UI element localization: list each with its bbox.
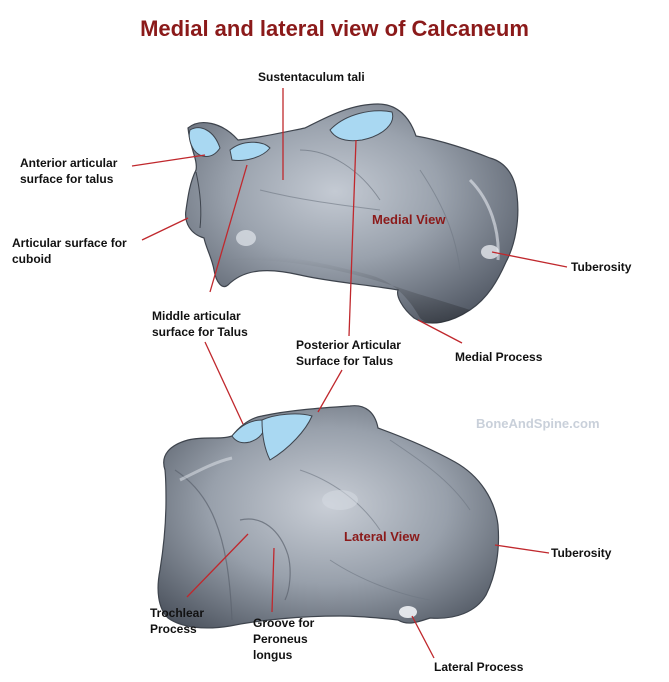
- label-middle-articular-line2: surface for Talus: [152, 325, 248, 339]
- watermark: BoneAndSpine.com: [476, 416, 600, 431]
- label-groove-line2: Peroneus: [253, 632, 308, 646]
- label-lateral-process: Lateral Process: [434, 660, 524, 674]
- label-cuboid-line1: Articular surface for: [12, 236, 127, 250]
- anterior-facet-medial: [188, 127, 221, 157]
- leader-tuberosity-medial: [491, 251, 568, 268]
- label-sustentaculum-tali: Sustentaculum tali: [258, 70, 365, 84]
- lateral-view-bone: [157, 405, 500, 629]
- medial-view-label: Medial View: [372, 212, 446, 227]
- medial-view-bone: [185, 103, 519, 324]
- label-groove-line3: longus: [253, 648, 293, 662]
- posterior-facet-lateral: [261, 413, 313, 461]
- label-tuberosity-medial: Tuberosity: [571, 260, 632, 274]
- label-anterior-articular-line2: surface for talus: [20, 172, 114, 186]
- leader-posterior-medial: [348, 139, 357, 337]
- label-cuboid-line2: cuboid: [12, 252, 52, 266]
- leader-cuboid: [141, 217, 189, 241]
- label-trochlear-line1: Trochlear: [150, 606, 205, 620]
- leader-lines: [131, 88, 568, 659]
- leader-posterior-lateral: [317, 369, 343, 413]
- leader-medial-process: [417, 319, 463, 344]
- leader-middle-medial: [209, 164, 248, 293]
- posterior-facet-medial: [329, 110, 394, 142]
- label-posterior-articular-line2: Surface for Talus: [296, 354, 394, 368]
- label-groove-line1: Groove for: [253, 616, 315, 630]
- leader-middle-lateral: [204, 341, 244, 425]
- leader-groove: [271, 547, 275, 613]
- label-middle-articular-line1: Middle articular: [152, 309, 241, 323]
- leader-lateral-process: [411, 615, 435, 659]
- lateral-view-label: Lateral View: [344, 529, 420, 544]
- label-trochlear-line2: Process: [150, 622, 197, 636]
- middle-facet-medial: [229, 141, 271, 161]
- leader-trochlear: [186, 533, 249, 598]
- label-tuberosity-lateral: Tuberosity: [551, 546, 612, 560]
- label-medial-process: Medial Process: [455, 350, 543, 364]
- label-posterior-articular-line1: Posterior Articular: [296, 338, 401, 352]
- leader-anterior-articular: [131, 154, 206, 167]
- label-anterior-articular-line1: Anterior articular: [20, 156, 118, 170]
- leader-tuberosity-lateral: [494, 544, 550, 554]
- diagram-title: Medial and lateral view of Calcaneum: [140, 16, 529, 41]
